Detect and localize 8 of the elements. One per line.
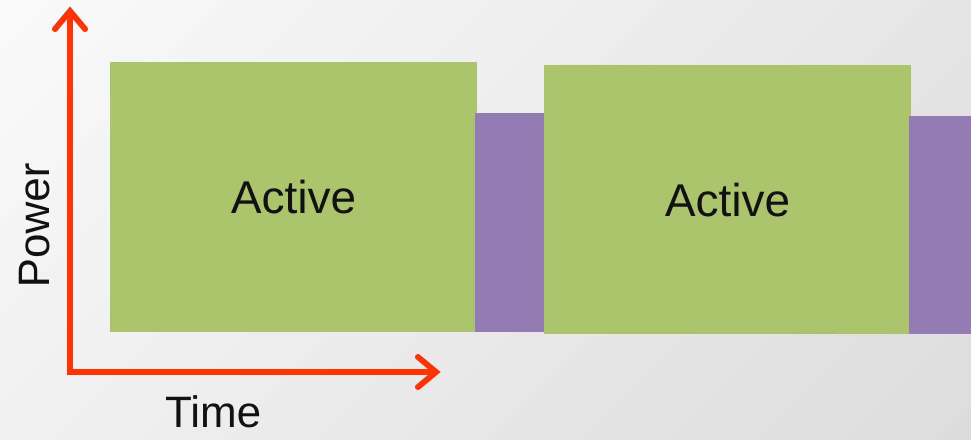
state-label: Active bbox=[230, 170, 356, 224]
state-label: Active bbox=[664, 172, 790, 226]
axis-label: Time bbox=[165, 388, 262, 438]
state-block bbox=[544, 65, 911, 334]
state-block bbox=[110, 62, 477, 332]
bar-block bbox=[475, 113, 545, 332]
axis-label: Power bbox=[10, 162, 60, 288]
bar-block bbox=[909, 116, 971, 334]
